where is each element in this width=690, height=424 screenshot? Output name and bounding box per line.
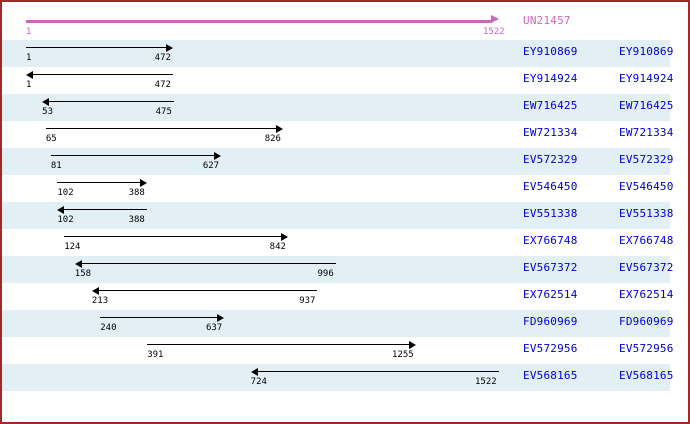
hsp-start-coordinate: 1 (26, 80, 32, 90)
hit-row[interactable]: 102 388 EV551338 EV551338 (2, 202, 673, 229)
arrow-left-icon (250, 367, 258, 376)
arrow-left-icon (42, 97, 50, 106)
hsp-start-coordinate: 240 (100, 323, 117, 333)
arrow-right-icon (409, 340, 417, 349)
hsp-line[interactable] (64, 236, 282, 237)
query-name-label: UN21457 (523, 14, 571, 27)
hit-row[interactable]: 102 388 EV546450 EV546450 (2, 175, 673, 202)
hit-accession-link[interactable]: EW721334 (523, 126, 578, 139)
hsp-line[interactable] (100, 317, 218, 318)
hsp-end-coordinate: 826 (264, 134, 281, 144)
hit-accession-link[interactable]: EV551338 (523, 207, 578, 220)
query-arrow-head-icon (490, 15, 499, 23)
hit-accession-description[interactable]: EV572956 (619, 342, 674, 355)
hit-accession-link[interactable]: EX766748 (523, 234, 578, 247)
hsp-start-coordinate: 1 (26, 53, 32, 63)
hit-accession-description[interactable]: EX766748 (619, 234, 674, 247)
hsp-line[interactable] (50, 155, 215, 156)
hit-row[interactable]: 81 627 EV572329 EV572329 (2, 148, 673, 175)
hsp-line[interactable] (147, 344, 410, 345)
arrow-right-icon (165, 43, 173, 52)
hsp-start-coordinate: 102 (57, 188, 74, 198)
arrow-right-icon (275, 124, 283, 133)
hsp-start-coordinate: 102 (57, 215, 74, 225)
hsp-end-coordinate: 996 (317, 269, 334, 279)
query-bar (26, 20, 492, 23)
hsp-line[interactable] (45, 128, 277, 129)
hit-accession-link[interactable]: EY914924 (523, 72, 578, 85)
hit-accession-description[interactable]: EW716425 (619, 99, 674, 112)
arrow-left-icon (74, 259, 82, 268)
hsp-end-coordinate: 627 (202, 161, 220, 171)
hsp-end-coordinate: 472 (154, 80, 171, 90)
hsp-line[interactable] (256, 371, 499, 372)
hit-accession-description[interactable]: EW721334 (619, 126, 674, 139)
hsp-end-coordinate: 388 (128, 188, 145, 198)
hsp-start-coordinate: 81 (50, 161, 62, 171)
hit-row[interactable]: 724 1522 EV568165 EV568165 (2, 364, 673, 391)
hit-accession-link[interactable]: EW716425 (523, 99, 578, 112)
hit-accession-link[interactable]: EV572329 (523, 153, 578, 166)
hsp-start-coordinate: 53 (42, 107, 53, 117)
arrow-right-icon (139, 178, 147, 187)
hsp-line[interactable] (63, 209, 147, 210)
hit-accession-link[interactable]: EV568165 (523, 369, 578, 382)
hit-accession-description[interactable]: EY910869 (619, 45, 674, 58)
hsp-start-coordinate: 65 (45, 134, 57, 144)
hit-row[interactable]: 1 472 EY914924 EY914924 (2, 67, 673, 94)
hsp-line[interactable] (80, 263, 336, 264)
hit-accession-link[interactable]: EX762514 (523, 288, 578, 301)
hsp-start-coordinate: 124 (64, 242, 81, 252)
arrow-left-icon (26, 70, 33, 79)
hit-accession-description[interactable]: EY914924 (619, 72, 674, 85)
arrow-right-icon (213, 151, 221, 160)
hsp-end-coordinate: 472 (154, 53, 171, 63)
hit-accession-description[interactable]: EX762514 (619, 288, 674, 301)
hsp-line[interactable] (57, 182, 141, 183)
hit-row[interactable]: 124 842 EX766748 EX766748 (2, 229, 673, 256)
hit-accession-link[interactable]: EV572956 (523, 342, 578, 355)
hit-accession-description[interactable]: EV567372 (619, 261, 674, 274)
hit-row[interactable]: 213 937 EX762514 EX762514 (2, 283, 673, 310)
hit-row[interactable]: 158 996 EV567372 EV567372 (2, 256, 673, 283)
hsp-end-coordinate: 475 (155, 107, 172, 117)
hit-accession-description[interactable]: FD960969 (619, 315, 674, 328)
hsp-end-coordinate: 388 (128, 215, 145, 225)
hit-accession-description[interactable]: EV546450 (619, 180, 674, 193)
hsp-start-coordinate: 724 (250, 377, 267, 387)
hit-accession-link[interactable]: EY910869 (523, 45, 578, 58)
hsp-start-coordinate: 391 (147, 350, 164, 360)
hsp-end-coordinate: 842 (269, 242, 286, 252)
hsp-end-coordinate: 1255 (392, 350, 414, 360)
hsp-line[interactable] (48, 101, 174, 102)
arrow-left-icon (57, 205, 65, 214)
hit-row[interactable]: 65 826 EW721334 EW721334 (2, 121, 673, 148)
hit-row[interactable]: 240 637 FD960969 FD960969 (2, 310, 673, 337)
hsp-end-coordinate: 1522 (474, 377, 497, 387)
hsp-line[interactable] (26, 47, 167, 48)
hit-accession-link[interactable]: EV567372 (523, 261, 578, 274)
hit-row[interactable]: 1 472 EY910869 EY910869 (2, 40, 673, 67)
hsp-line[interactable] (32, 74, 173, 75)
hit-row[interactable]: 391 1255 EV572956 EV572956 (2, 337, 673, 364)
arrow-left-icon (91, 286, 99, 295)
hsp-end-coordinate: 637 (205, 323, 223, 333)
hsp-end-coordinate: 937 (299, 296, 316, 306)
hit-row[interactable]: 53 475 EW716425 EW716425 (2, 94, 673, 121)
hit-accession-link[interactable]: FD960969 (523, 315, 578, 328)
query-end-coordinate: 1522 (482, 27, 505, 37)
hsp-start-coordinate: 158 (74, 269, 92, 279)
query-start-coordinate: 1 (26, 27, 32, 37)
hsp-line[interactable] (97, 290, 318, 291)
arrow-right-icon (216, 313, 224, 322)
query-track: 1 1522 UN21457 (2, 12, 688, 40)
hit-accession-description[interactable]: EV551338 (619, 207, 674, 220)
hit-accession-link[interactable]: EV546450 (523, 180, 578, 193)
hit-accession-description[interactable]: EV572329 (619, 153, 674, 166)
arrow-right-icon (280, 232, 288, 241)
hsp-start-coordinate: 213 (91, 296, 109, 306)
hit-accession-description[interactable]: EV568165 (619, 369, 674, 382)
